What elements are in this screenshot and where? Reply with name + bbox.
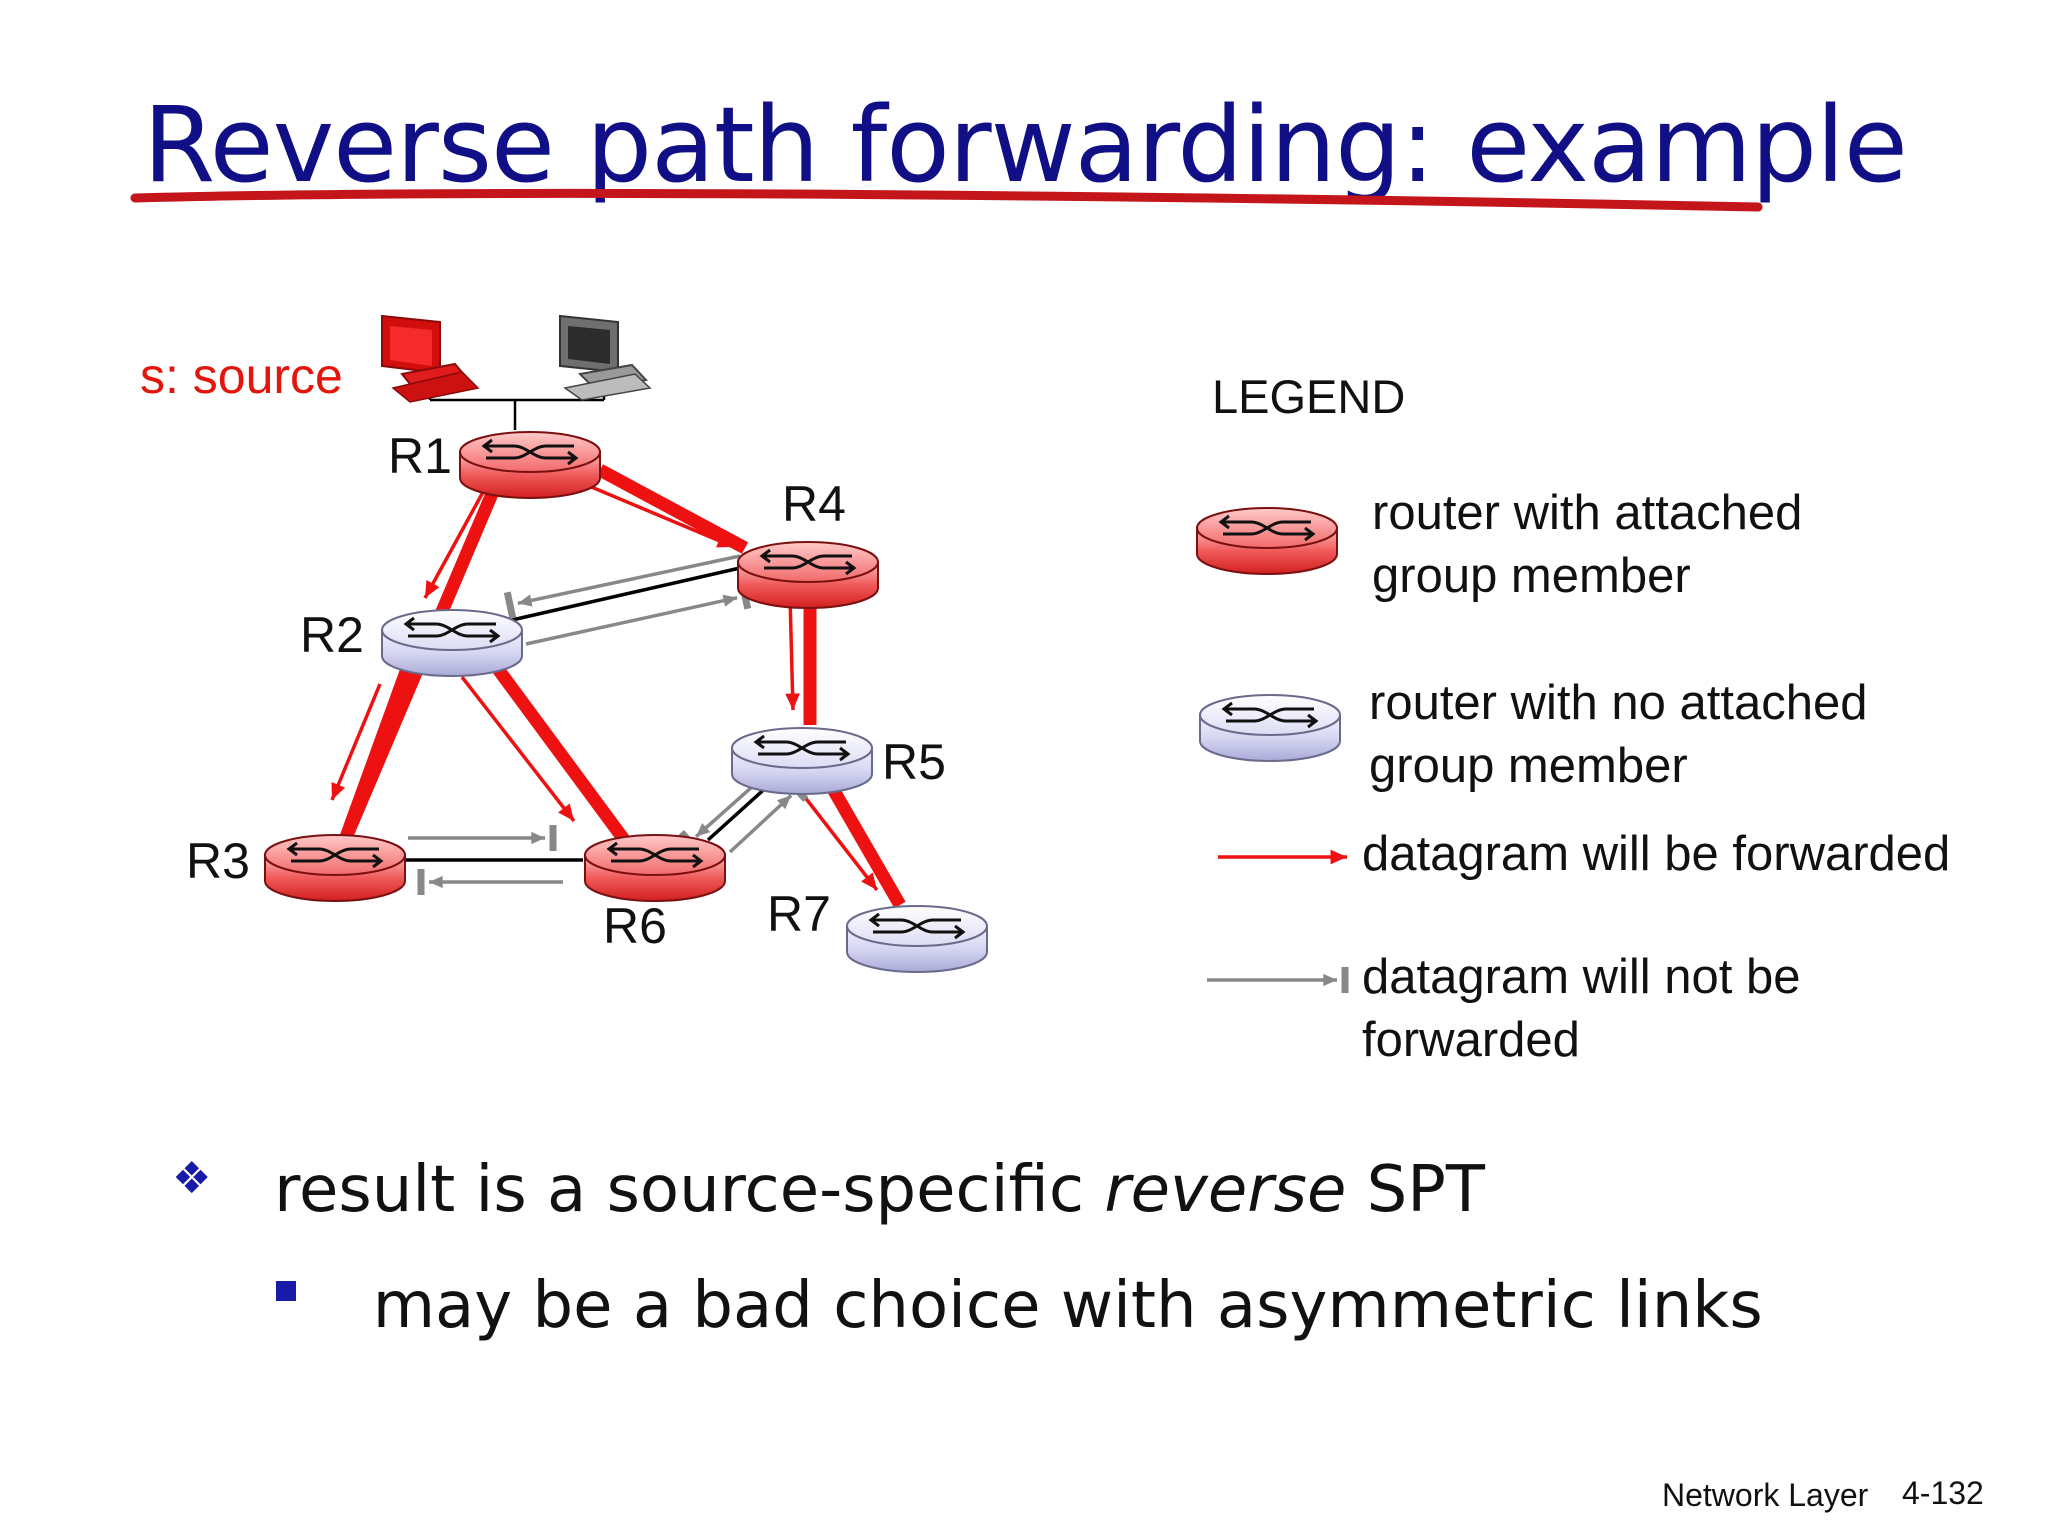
fwd-arrow-r4-r5-head [785,693,800,710]
fwd-arrow-r2-r6-head [558,803,574,821]
legend-graphics [1196,507,1349,993]
fwd-arrow-r4-r5 [785,595,800,711]
legend-forwarded-arrow-head [1330,849,1347,865]
legend-nonmember-router-icon [1199,694,1341,762]
fwd-arrow-r1-r4-head [716,533,734,548]
fwd-arrow-r5-r7 [795,785,879,892]
blocked-arrow-r3-r6-head [531,831,545,845]
blocked-arrow-r4-r2 [503,554,741,619]
blocked-arrow-r6-r3 [417,869,563,895]
routers-layer [264,431,988,973]
legend-forwarded-arrow [1218,849,1347,865]
blocked-arrow-r5-r6-head [695,823,711,837]
blocked-arrow-r6-r3-head [429,875,443,889]
title-underline [130,188,1763,212]
legend-nonmember-line2: group member [1369,738,1688,793]
legend-not-forwarded-line2: forwarded [1362,1012,1580,1067]
bullet-main-suffix: SPT [1346,1153,1485,1227]
legend-member-text: router with attached group member [1372,482,1802,607]
fwd-arrow-r1-r2-head [425,580,440,598]
fwd-arrow-r2-r3-head [331,782,346,800]
fwd-arrow-r2-r6 [460,675,576,823]
link-r2-r4 [511,566,741,622]
link-r2-r3 [338,652,419,843]
router-r6 [584,834,726,902]
legend-member-router-icon [1196,507,1338,575]
router-label-r4: R4 [782,476,846,532]
bullet-main-text: result is a source-specific [274,1153,1105,1227]
blocked-arrow-r2-r4-head [722,594,738,607]
legend-member-line1: router with attached [1372,486,1803,540]
slide-title: Reverse path forwarding: example [143,84,1908,206]
legend-title: LEGEND [1212,370,1406,423]
legend-nonmember-line1: router with no attached [1369,676,1868,730]
router-label-r1: R1 [388,428,452,484]
router-r4 [737,541,879,609]
legend-nonmember-text: router with no attached group member [1369,672,1867,797]
router-r7 [846,905,988,973]
router-r5 [731,727,873,795]
link-r2-r6 [489,661,634,849]
bullet-main: ❖ result is a source-specific reverse SP… [172,1157,1485,1223]
router-label-r7: R7 [767,886,831,942]
blocked-arrow-r3-r6 [408,825,557,851]
fwd-arrow-r1-r4 [581,481,735,549]
fwd-arrow-r2-r3 [330,683,382,801]
legend-not-forwarded-text: datagram will not be forwarded [1362,946,1801,1071]
fwd-arrow-r5-r7-head [861,872,877,890]
router-label-r6: R6 [603,898,667,954]
diamond-bullet-icon: ❖ [172,1153,212,1204]
host-computer-icon [559,314,652,401]
legend-member-line2: group member [1372,548,1691,603]
router-r3 [264,834,406,902]
bullet-main-emphasis: reverse [1104,1153,1347,1227]
square-bullet-icon [276,1281,296,1301]
fwd-arrow-r1-r2 [423,482,490,599]
footer-page-number: 4-132 [1902,1475,1984,1511]
footer-section: Network Layer [1662,1477,1869,1513]
blocked-arrow-r4-r2-head [517,594,533,607]
router-r2 [381,609,523,677]
blocked-arrow-r6-r5-head [776,795,792,810]
legend-forwarded-text: datagram will be forwarded [1362,827,1951,881]
router-label-r5: R5 [882,734,946,790]
legend-not-forwarded-arrow-head [1323,973,1337,987]
bullet-sub: may be a bad choice with asymmetric link… [276,1274,1763,1338]
router-r1 [459,431,601,499]
legend-not-forwarded-arrow [1207,967,1349,993]
legend-not-forwarded-line1: datagram will not be [1362,950,1801,1004]
bullet-sub-text: may be a bad choice with asymmetric link… [372,1269,1763,1343]
router-label-r2: R2 [300,607,364,663]
source-label: s: source [140,348,343,404]
link-r1-r4 [596,464,749,554]
router-label-r3: R3 [186,833,250,889]
source-computer-icon [381,314,480,403]
